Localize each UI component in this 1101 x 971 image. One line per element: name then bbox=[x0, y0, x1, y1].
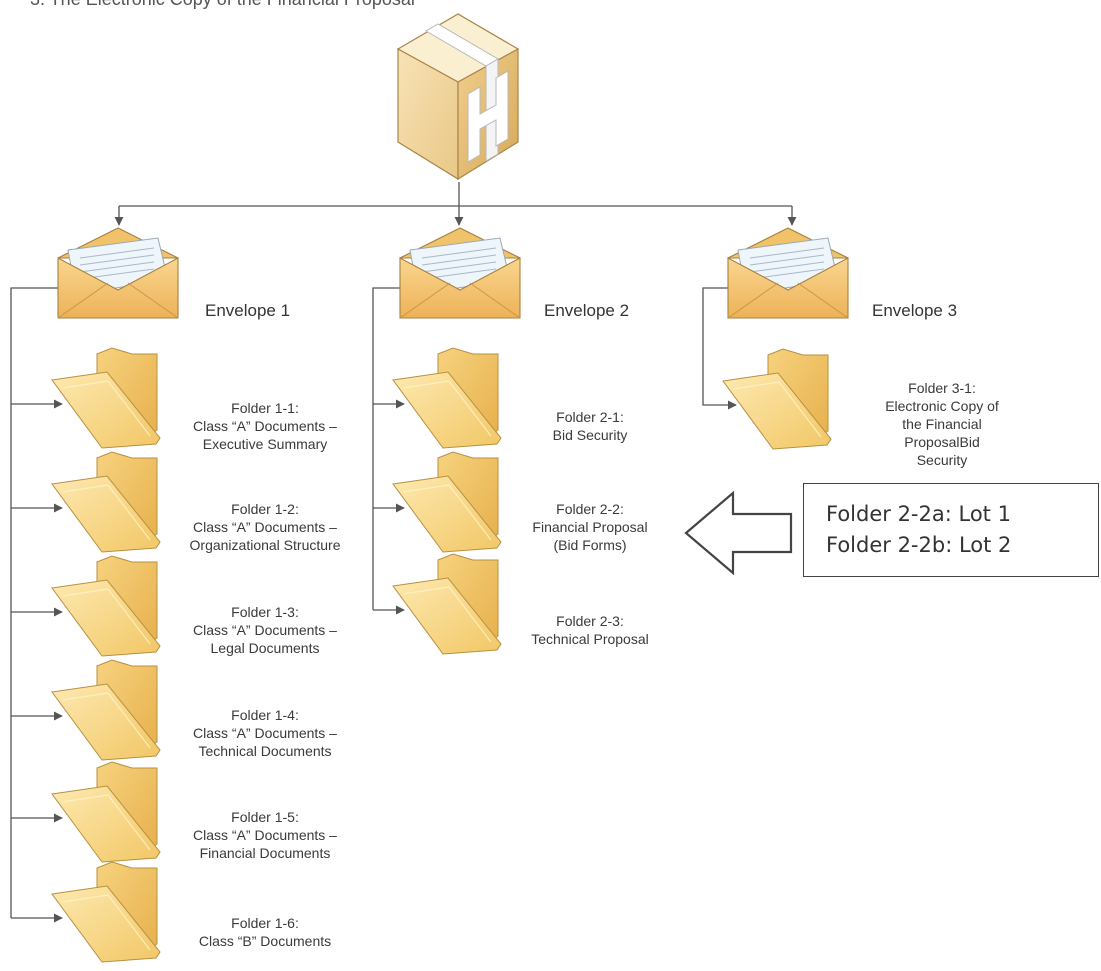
callout-line-2: Folder 2-2b: Lot 2 bbox=[826, 533, 1012, 557]
envelope-1-label: Envelope 1 bbox=[205, 301, 291, 320]
connector-folder-3-1 bbox=[702, 287, 737, 410]
folder-2-1-label: Folder 2-1:Bid Security bbox=[552, 409, 628, 443]
envelope-2-icon bbox=[399, 227, 521, 319]
folder-2-2-label: Folder 2-2:Financial Proposal(Bid Forms) bbox=[532, 501, 648, 553]
folder-1-6-icon bbox=[51, 861, 161, 963]
callout-left-arrow-icon bbox=[684, 490, 793, 576]
callout-line-1: Folder 2-2a: Lot 1 bbox=[826, 502, 1011, 526]
folder-1-2-label: Folder 1-2:Class “A” Documents –Organiza… bbox=[189, 501, 341, 553]
folder-2-3-icon bbox=[392, 553, 502, 655]
icons-layer bbox=[51, 13, 849, 963]
folder-1-1-label: Folder 1-1:Class “A” Documents –Executiv… bbox=[193, 400, 337, 452]
envelope-3-label: Envelope 3 bbox=[872, 301, 958, 320]
folder-1-5-icon bbox=[51, 761, 161, 863]
folder-1-5-label: Folder 1-5:Class “A” Documents –Financia… bbox=[193, 809, 337, 861]
package-box-icon bbox=[396, 13, 520, 181]
page-heading-partial: 3. The Electronic Copy of the Financial … bbox=[30, 0, 415, 10]
connector-envelope-2-spine bbox=[372, 287, 400, 610]
connector-lines bbox=[10, 182, 797, 923]
folder-1-6-label: Folder 1-6:Class “B” Documents bbox=[198, 915, 332, 949]
folder-1-2-icon bbox=[51, 451, 161, 553]
folder-1-3-icon bbox=[51, 555, 161, 657]
envelope-1-icon bbox=[57, 227, 179, 319]
folder-3-1-icon bbox=[722, 348, 832, 450]
folder-1-4-icon bbox=[51, 659, 161, 761]
folder-2-3-label: Folder 2-3:Technical Proposal bbox=[531, 613, 649, 647]
folder-2-2-icon bbox=[392, 451, 502, 553]
folder-1-3-label: Folder 1-3:Class “A” Documents –Legal Do… bbox=[193, 604, 337, 656]
envelope-2-label: Envelope 2 bbox=[544, 301, 630, 320]
envelope-3-icon bbox=[727, 227, 849, 319]
folder-2-1-icon bbox=[392, 347, 502, 449]
connector-envelope-1-spine bbox=[10, 287, 58, 918]
folder-1-4-label: Folder 1-4:Class “A” Documents –Technica… bbox=[193, 707, 337, 759]
lot-callout-box: Folder 2-2a: Lot 1 Folder 2-2b: Lot 2 bbox=[803, 483, 1099, 577]
folder-1-1-icon bbox=[51, 347, 161, 449]
